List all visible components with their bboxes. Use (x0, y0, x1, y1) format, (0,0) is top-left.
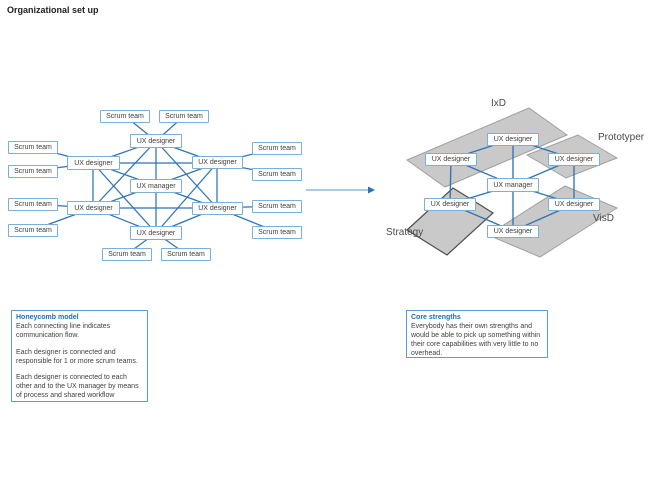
ux-designer-node-bottom: UX designer (130, 226, 182, 240)
scrum-team-node: Scrum team (8, 141, 58, 154)
layer-label-strategy: Strategy (386, 227, 424, 238)
scrum-team-node: Scrum team (252, 168, 302, 181)
scrum-team-node: Scrum team (102, 248, 152, 261)
honeycomb-model-callout: Honeycomb model Each connecting line ind… (11, 310, 148, 402)
scrum-team-node: Scrum team (252, 226, 302, 239)
layer-label-prototyper: Prototyper (598, 132, 645, 143)
ux-designer-node-lower-right: UX designer (192, 202, 243, 215)
callout-title: Honeycomb model (16, 314, 79, 321)
ux-designer-node-upper-right: UX designer (548, 153, 600, 166)
scrum-team-node: Scrum team (252, 142, 302, 155)
ux-designer-node-lower-left: UX designer (67, 201, 120, 215)
ux-manager-node: UX manager (487, 178, 539, 192)
ux-designer-node-upper-left: UX designer (425, 153, 477, 166)
scrum-team-node: Scrum team (252, 200, 302, 213)
scrum-team-node: Scrum team (100, 110, 150, 123)
scrum-team-node: Scrum team (161, 248, 211, 261)
callout-paragraph: Each connecting line indicates communica… (16, 322, 111, 339)
core-strengths-callout: Core strengths Everybody has their own s… (406, 310, 548, 358)
callout-paragraph: Each designer is connected to each other… (16, 374, 139, 400)
ux-designer-node-top: UX designer (487, 133, 539, 146)
scrum-team-node: Scrum team (8, 198, 58, 211)
callout-paragraph: Each designer is connected and responsib… (16, 348, 138, 365)
ux-designer-node-lower-right: UX designer (548, 198, 600, 211)
scrum-team-node: Scrum team (8, 165, 58, 178)
callout-title: Core strengths (411, 314, 461, 321)
ux-designer-node-upper-left: UX designer (67, 156, 120, 170)
callout-paragraph: Everybody has their own strengths and wo… (411, 322, 541, 357)
page-title: Organizational set up (7, 5, 99, 15)
scrum-team-node: Scrum team (8, 224, 58, 237)
scrum-team-node: Scrum team (159, 110, 209, 123)
ux-designer-node-bottom: UX designer (487, 225, 539, 238)
transition-arrow (306, 186, 375, 194)
ux-designer-node-top: UX designer (130, 134, 182, 148)
layer-label-visd: VisD (593, 213, 614, 224)
ux-manager-node: UX manager (130, 179, 182, 193)
arrow-head-icon (368, 186, 375, 194)
ux-designer-node-lower-left: UX designer (424, 198, 476, 211)
layer-label-ixd: IxD (491, 98, 506, 109)
ux-designer-node-upper-right: UX designer (192, 156, 243, 169)
